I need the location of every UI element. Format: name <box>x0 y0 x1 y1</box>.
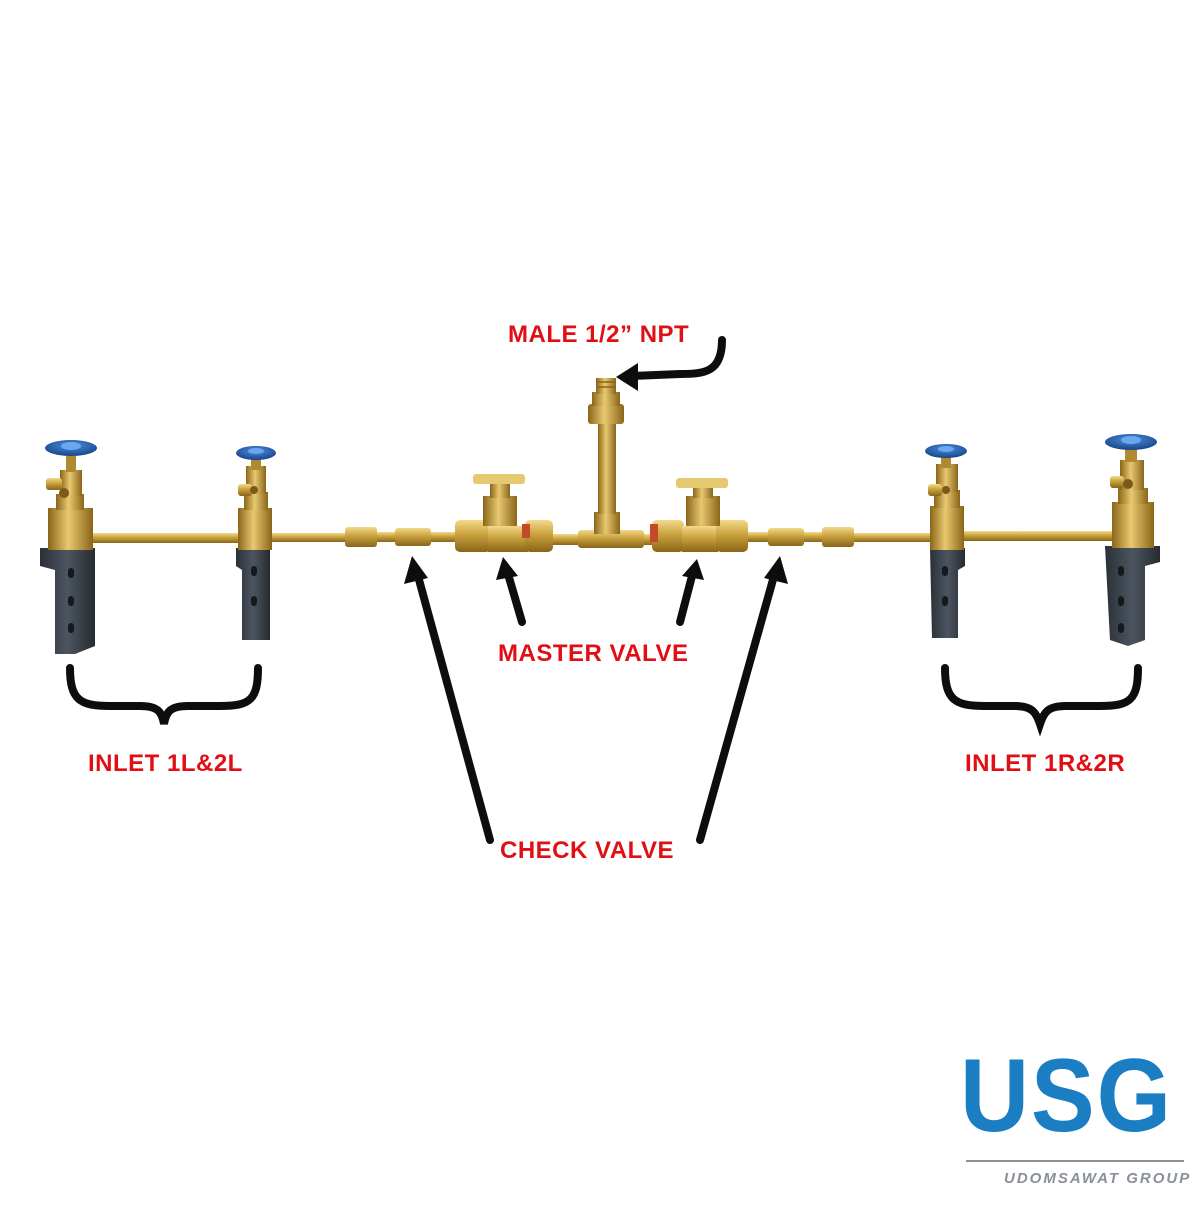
arrow-icon <box>504 570 526 626</box>
arrowhead-icon <box>496 557 518 580</box>
arrowhead-icon <box>764 556 788 584</box>
master-valve-right <box>650 478 748 552</box>
usg-logo <box>966 1160 1184 1162</box>
brace-right-icon <box>941 664 1142 737</box>
master-valve-left <box>455 474 553 552</box>
wall-bracket <box>40 548 95 654</box>
valve-handle-icon[interactable] <box>676 478 728 488</box>
arrowhead-icon <box>404 556 428 584</box>
wall-bracket <box>236 548 270 640</box>
brace-left-icon <box>66 664 262 725</box>
arrowhead-icon <box>682 559 704 580</box>
wall-bracket <box>1105 546 1160 646</box>
inlet-2l <box>236 446 276 640</box>
inlet-1l <box>40 440 97 654</box>
wall-bracket <box>930 548 965 638</box>
check-valve-label: CHECK VALVE <box>500 837 674 864</box>
male-npt-label: MALE 1/2” NPT <box>508 321 690 348</box>
arrow-icon <box>676 572 696 626</box>
check-valve-right <box>743 527 854 547</box>
inlet-1r <box>925 444 967 638</box>
logo-subtitle: UDOMSAWAT GROUP <box>1004 1170 1192 1187</box>
arrow-icon <box>628 336 726 380</box>
outlet-tee <box>578 378 644 548</box>
arrow-icon <box>696 572 778 844</box>
check-valve-left <box>345 527 456 547</box>
inlet-left-label: INLET 1L&2L <box>88 750 243 777</box>
inlet-right-label: INLET 1R&2R <box>965 750 1126 777</box>
arrowhead-icon <box>616 363 638 391</box>
inlet-2r <box>1105 434 1160 646</box>
master-valve-label: MASTER VALVE <box>498 640 689 667</box>
arrow-icon <box>414 572 494 844</box>
logo-wordmark: USG <box>960 1038 1173 1154</box>
valve-handle-icon[interactable] <box>473 474 525 484</box>
